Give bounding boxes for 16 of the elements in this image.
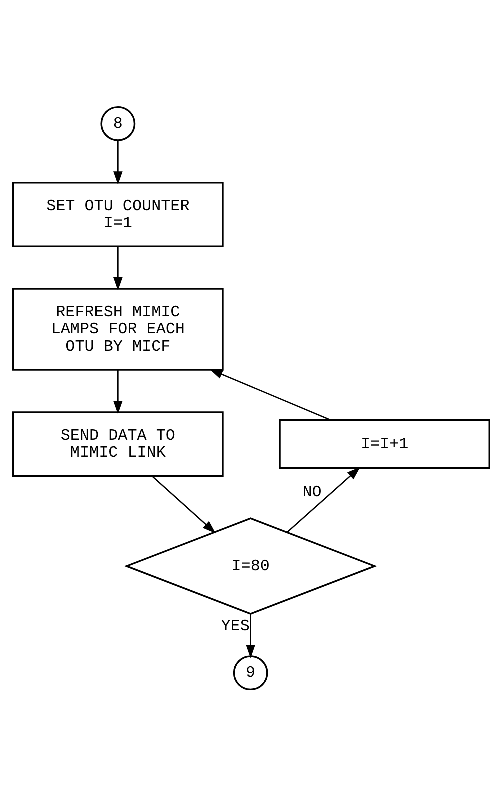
arrow [114, 370, 123, 414]
node-circle: 9 [233, 656, 268, 691]
arrow [114, 246, 123, 291]
arrow [114, 140, 123, 185]
arrow [286, 467, 360, 534]
edge-label: NO [302, 483, 322, 502]
edge-label: YES [221, 618, 250, 636]
node-box: I=I+1 [279, 420, 490, 470]
node-box: SEND DATA TO MIMIC LINK [12, 412, 224, 477]
node-diamond: I=80 [124, 518, 378, 615]
arrow [210, 369, 332, 421]
arrow [152, 476, 216, 534]
node-box: REFRESH MIMIC LAMPS FOR EACH OTU BY MICF [12, 288, 224, 371]
node-circle: 8 [100, 106, 136, 142]
node-box: SET OTU COUNTER I=1 [12, 182, 224, 248]
arrow [246, 614, 256, 658]
